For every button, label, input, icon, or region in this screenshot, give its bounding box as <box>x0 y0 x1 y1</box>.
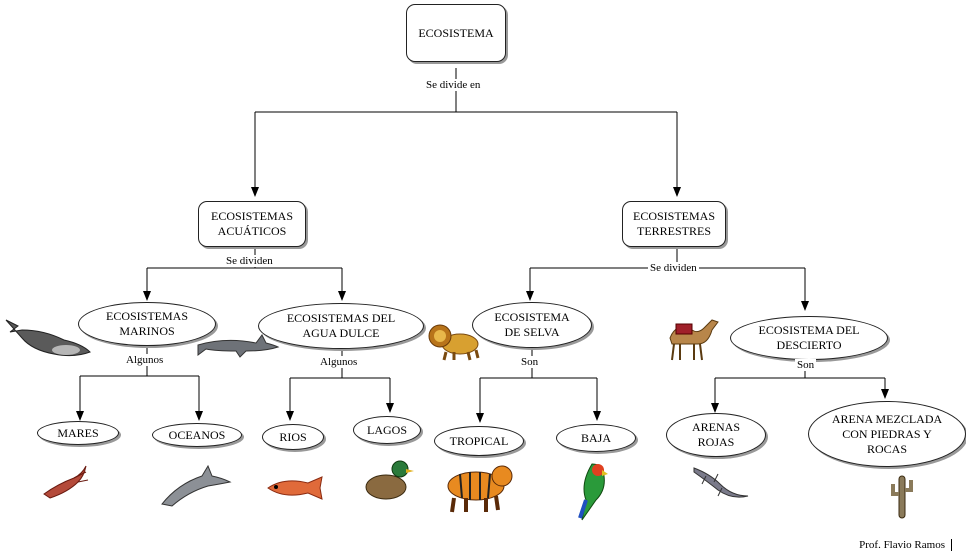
tiger-icon <box>447 465 513 513</box>
node-ecosistema-selva: ECOSISTEMA DE SELVA <box>472 302 592 348</box>
shark-icon <box>197 334 280 358</box>
node-label: OCEANOS <box>168 427 226 442</box>
node-label: TROPICAL <box>449 433 509 448</box>
node-ecosistema: ECOSISTEMA <box>406 4 506 62</box>
node-ecosistemas-agua-dulce: ECOSISTEMAS DEL AGUA DULCE <box>258 303 424 349</box>
node-label: ECOSISTEMA DEL DESCIERTO <box>758 323 860 352</box>
node-lagos: LAGOS <box>353 416 421 444</box>
node-label: BAJA <box>580 430 611 445</box>
node-label: ECOSISTEMAS MARINOS <box>105 309 188 338</box>
node-arenas-rojas: ARENAS ROJAS <box>666 413 766 457</box>
node-rios: RIOS <box>262 424 324 450</box>
camel-icon <box>669 319 719 361</box>
node-label: LAGOS <box>366 422 407 437</box>
author-credit: Prof. Flavio Ramos <box>859 539 952 551</box>
node-ecosistemas-terrestres: ECOSISTEMAS TERRESTRES <box>622 201 726 247</box>
link-label: Son <box>795 359 817 371</box>
node-label: ECOSISTEMA <box>418 25 494 40</box>
node-ecosistemas-acuaticos: ECOSISTEMAS ACUÁTICOS <box>198 201 306 247</box>
node-baja: BAJA <box>556 424 636 452</box>
link-label: Son <box>519 356 541 368</box>
lion-icon <box>428 324 480 361</box>
node-label: ECOSISTEMAS TERRESTRES <box>632 209 715 238</box>
link-label: Se divide en <box>424 79 483 91</box>
cactus-icon <box>891 475 913 519</box>
node-label: ARENA MEZCLADA CON PIEDRAS Y ROCAS <box>831 411 943 456</box>
node-label: RIOS <box>279 429 307 444</box>
node-label: ECOSISTEMA DE SELVA <box>494 310 570 339</box>
node-oceanos: OCEANOS <box>152 423 242 447</box>
node-label: ARENAS ROJAS <box>691 420 740 449</box>
node-arena-mezclada: ARENA MEZCLADA CON PIEDRAS Y ROCAS <box>808 401 966 467</box>
node-ecosistemas-marinos: ECOSISTEMAS MARINOS <box>78 302 216 346</box>
node-tropical: TROPICAL <box>434 426 524 456</box>
node-ecosistema-desierto: ECOSISTEMA DEL DESCIERTO <box>730 316 888 360</box>
node-mares: MARES <box>37 421 119 445</box>
node-label: ECOSISTEMAS ACUÁTICOS <box>210 209 293 238</box>
node-label: MARES <box>57 425 99 440</box>
fish-icon <box>267 476 323 500</box>
link-label: Algunos <box>124 354 166 366</box>
node-label: ECOSISTEMAS DEL AGUA DULCE <box>286 311 396 340</box>
lizard-icon <box>693 467 749 498</box>
parrot-icon <box>578 463 608 521</box>
link-label: Se dividen <box>224 255 275 267</box>
link-label: Se dividen <box>648 262 699 274</box>
link-label: Algunos <box>318 356 360 368</box>
lobster-icon <box>43 465 89 499</box>
dolphin-icon <box>161 464 232 507</box>
duck-icon <box>365 460 414 500</box>
whale-icon <box>5 319 91 357</box>
